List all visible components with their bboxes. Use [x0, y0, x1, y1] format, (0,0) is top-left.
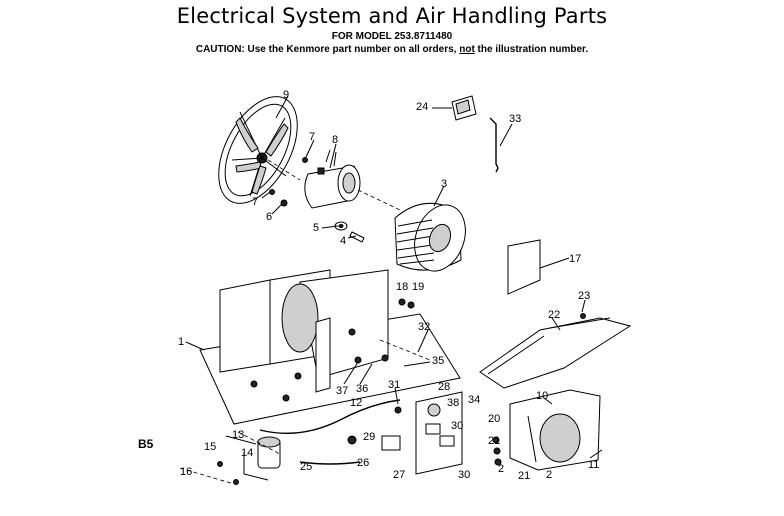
callout-22: 22 — [548, 309, 560, 321]
callout-labels: 9 7 8 7 6 5 4 3 24 33 17 1 18 19 32 22 2… — [178, 89, 599, 482]
capacitor-drawing — [179, 431, 281, 485]
callout-32: 32 — [418, 321, 430, 333]
plate-22-drawing — [479, 313, 632, 389]
callout-8: 8 — [332, 134, 338, 146]
control-panel-drawing — [415, 391, 502, 475]
callout-33: 33 — [509, 113, 521, 125]
callout-20: 20 — [488, 413, 500, 425]
callout-5: 5 — [313, 222, 319, 234]
caution-text-start: CAUTION: Use the Kenmore part number on … — [195, 44, 460, 55]
model-subtitle: FOR MODEL 253.8711480 — [331, 31, 453, 42]
callout-38: 38 — [447, 397, 459, 409]
scroll-housing-drawing — [509, 389, 601, 471]
callout-17: 17 — [569, 253, 581, 265]
callout-31: 31 — [388, 379, 400, 391]
callout-19: 19 — [412, 281, 424, 293]
caution-text-end: the illustration number. — [474, 44, 589, 55]
callout-3: 3 — [441, 178, 447, 190]
callout-14: 14 — [241, 447, 253, 459]
callout-18: 18 — [396, 281, 408, 293]
callout-10: 10 — [536, 390, 548, 402]
blower-wheel-drawing — [394, 202, 466, 272]
callout-11: 11 — [588, 459, 599, 471]
caution-emphasis: not — [459, 44, 475, 55]
page-code: B5 — [138, 437, 154, 451]
callout-21-bottom: 21 — [518, 470, 530, 482]
callout-30-bottom: 30 — [458, 469, 470, 481]
callout-30-mid: 30 — [451, 420, 463, 432]
base-housing-drawing — [199, 269, 461, 425]
callout-13: 13 — [232, 429, 244, 441]
callout-15: 15 — [204, 441, 216, 453]
callout-23: 23 — [578, 290, 590, 302]
callout-4: 4 — [340, 235, 346, 247]
callout-21-left: 21 — [488, 435, 500, 447]
callout-2-left: 2 — [498, 463, 504, 475]
callout-7-top: 7 — [309, 131, 315, 143]
bracket-24-drawing — [451, 95, 477, 121]
callout-28: 28 — [438, 381, 450, 393]
rod-33-drawing — [489, 117, 499, 173]
callout-35: 35 — [432, 355, 444, 367]
callout-37: 37 — [336, 385, 348, 397]
callout-27: 27 — [393, 469, 405, 481]
callout-29: 29 — [363, 431, 375, 443]
fan-blade-drawing — [218, 96, 298, 204]
leader-lines — [185, 95, 603, 459]
callout-25: 25 — [300, 461, 312, 473]
callout-24: 24 — [416, 101, 428, 113]
fan-motor-drawing — [267, 149, 401, 211]
callout-7-left: 7 — [252, 196, 258, 208]
mounting-hardware-drawing — [269, 157, 365, 243]
screw-18-19-drawing — [398, 298, 415, 309]
page-title: Electrical System and Air Handling Parts — [176, 4, 608, 28]
callout-16: 16 — [180, 466, 192, 478]
callout-1: 1 — [178, 336, 184, 348]
caution-note: CAUTION: Use the Kenmore part number on … — [0, 44, 784, 55]
callout-34: 34 — [468, 394, 480, 406]
panel-17-drawing — [507, 239, 541, 295]
wiring-harness-drawing — [259, 354, 402, 465]
callout-9: 9 — [283, 89, 289, 101]
callout-6: 6 — [266, 211, 272, 223]
callout-12: 12 — [350, 397, 362, 409]
callout-26: 26 — [357, 457, 369, 469]
callout-2-right: 2 — [546, 469, 552, 481]
callout-36: 36 — [356, 383, 368, 395]
